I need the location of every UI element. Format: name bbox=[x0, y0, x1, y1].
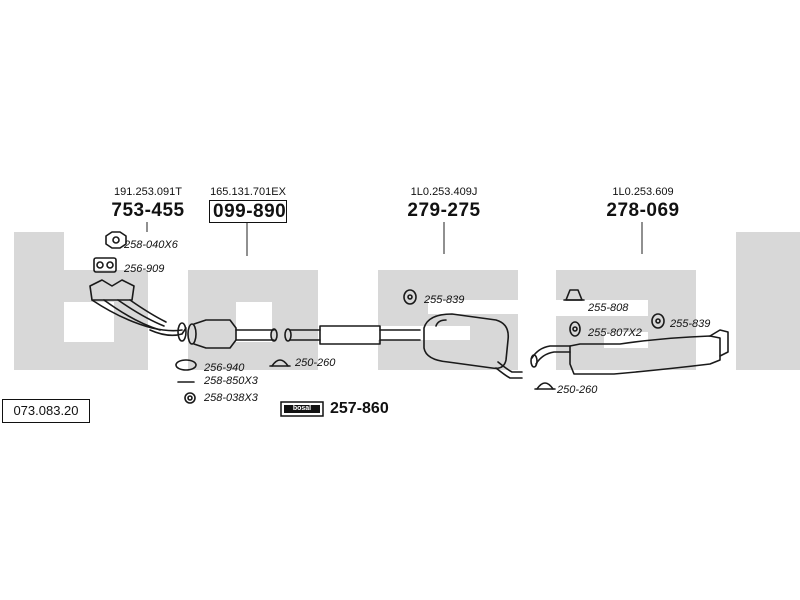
rear-silencer bbox=[530, 329, 729, 375]
part-number: 753-455 bbox=[111, 200, 185, 221]
flange-gasket-icon bbox=[93, 257, 117, 273]
catalytic-converter bbox=[187, 319, 278, 349]
accessory-label: 256-940 bbox=[204, 362, 245, 374]
accessory-label: 256-909 bbox=[124, 263, 165, 275]
accessory-label: 255-839 bbox=[670, 318, 711, 330]
oem-reference: 1L0.253.609 bbox=[612, 186, 674, 198]
assembly-code: 073.083.20 bbox=[2, 399, 90, 423]
hex-nut-icon bbox=[105, 231, 127, 249]
pipe-clamp-icon bbox=[269, 359, 291, 367]
accessory-label: 250-260 bbox=[557, 384, 598, 396]
rubber-hanger-icon bbox=[651, 313, 665, 329]
accessory-label: 258-038X3 bbox=[204, 392, 258, 404]
middle-silencer bbox=[284, 325, 421, 345]
mounting-kit-badge-text: bosal bbox=[292, 405, 312, 412]
part-number: 278-069 bbox=[606, 200, 680, 221]
accessory-label: 255-839 bbox=[424, 294, 465, 306]
rubber-mount-icon bbox=[563, 289, 585, 301]
ring-gasket-icon bbox=[175, 359, 197, 371]
oem-reference: 1L0.253.409J bbox=[410, 186, 478, 198]
nut-icon bbox=[184, 392, 196, 404]
centre-silencer-box bbox=[423, 313, 523, 379]
accessory-label: 255-808 bbox=[588, 302, 629, 314]
accessory-label: 250-260 bbox=[295, 357, 336, 369]
pipe-clamp-icon bbox=[534, 382, 556, 390]
rubber-hanger-icon bbox=[403, 289, 417, 305]
oem-reference: 165.131.701EX bbox=[210, 186, 286, 198]
oem-reference: 191.253.091T bbox=[114, 186, 182, 198]
accessory-label: 258-040X6 bbox=[124, 239, 178, 251]
rubber-bushing-icon bbox=[569, 321, 581, 337]
accessory-label: 255-807X2 bbox=[588, 327, 642, 339]
mounting-kit-part-number: 257-860 bbox=[330, 400, 389, 417]
part-number: 279-275 bbox=[407, 200, 481, 221]
part-number: 099-890 bbox=[209, 200, 287, 223]
exhaust-manifold bbox=[89, 279, 187, 342]
mounting-kit-badge bbox=[280, 401, 324, 417]
accessory-label: 258-850X3 bbox=[204, 375, 258, 387]
